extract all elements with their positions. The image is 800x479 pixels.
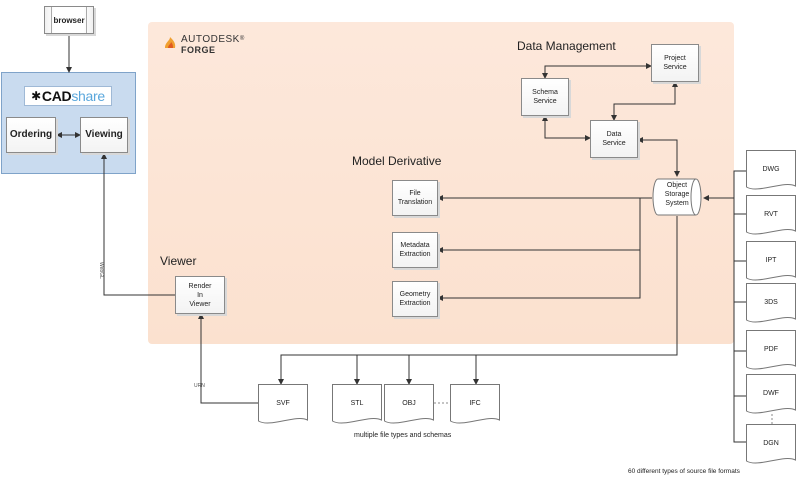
autodesk-forge-logo: AUTODESK® FORGE bbox=[163, 34, 245, 55]
source-file-doc: IPT bbox=[746, 241, 796, 285]
project-service-node: Project Service bbox=[651, 44, 699, 82]
source-file-label: RVT bbox=[764, 210, 778, 218]
render-in-viewer-label: Render In Viewer bbox=[188, 282, 212, 308]
source-file-doc: DWF bbox=[746, 374, 796, 418]
cadshare-logo-share: share bbox=[71, 88, 105, 104]
viewer-title: Viewer bbox=[160, 254, 197, 268]
viewing-label: Viewing bbox=[85, 129, 123, 140]
browser-node: browser bbox=[44, 6, 94, 34]
urn-edge-label: URN bbox=[194, 383, 205, 389]
cylinder-shape bbox=[652, 178, 702, 216]
output-file-label: IFC bbox=[469, 399, 481, 407]
browser-label: browser bbox=[53, 15, 85, 25]
source-caption: 60 different types of source file format… bbox=[628, 468, 740, 475]
source-file-doc: PDF bbox=[746, 330, 796, 374]
geometry-extraction-label: Geometry Extraction bbox=[399, 291, 431, 307]
source-file-label: 3DS bbox=[764, 298, 778, 306]
output-file-doc: IFC bbox=[450, 384, 500, 428]
source-file-doc: 3DS bbox=[746, 283, 796, 327]
model-derivative-title: Model Derivative bbox=[352, 154, 442, 168]
source-file-label: PDF bbox=[764, 345, 778, 353]
ordering-node: Ordering bbox=[6, 117, 56, 153]
forge-product: FORGE bbox=[181, 45, 216, 55]
output-file-label: STL bbox=[350, 399, 364, 407]
source-file-doc: RVT bbox=[746, 195, 796, 239]
autodesk-brand: AUTODESK bbox=[181, 34, 240, 45]
cadshare-logo-cad: CAD bbox=[41, 88, 72, 104]
file-translation-label: File Translation bbox=[397, 190, 433, 206]
data-service-node: Data Service bbox=[590, 120, 638, 158]
webgl-edge-label: WebGL bbox=[98, 262, 104, 279]
output-file-label: SVF bbox=[276, 399, 290, 407]
forge-flame-icon bbox=[165, 37, 176, 48]
asterisk-icon: ✱ bbox=[31, 89, 41, 103]
ordering-label: Ordering bbox=[9, 129, 53, 140]
source-file-label: DGN bbox=[763, 439, 779, 447]
viewing-node: Viewing bbox=[80, 117, 128, 153]
source-file-doc: DGN bbox=[746, 424, 796, 468]
object-storage-node: Object Storage System bbox=[652, 178, 702, 216]
object-storage-label: Object Storage System bbox=[664, 182, 690, 207]
output-file-doc: SVF bbox=[258, 384, 308, 428]
cadshare-logo: ✱ CAD share bbox=[24, 86, 112, 106]
source-file-label: IPT bbox=[765, 256, 777, 264]
output-file-label: OBJ bbox=[402, 399, 416, 407]
geometry-extraction-node: Geometry Extraction bbox=[392, 281, 438, 317]
schema-service-node: Schema Service bbox=[521, 78, 569, 116]
render-in-viewer-node: Render In Viewer bbox=[175, 276, 225, 314]
output-file-doc: STL bbox=[332, 384, 382, 428]
data-management-title: Data Management bbox=[517, 39, 616, 53]
metadata-extraction-node: Metadata Extraction bbox=[392, 232, 438, 268]
data-service-label: Data Service bbox=[602, 131, 626, 147]
file-translation-node: File Translation bbox=[392, 180, 438, 216]
source-file-label: DWG bbox=[762, 165, 780, 173]
trademark-symbol: ® bbox=[239, 36, 245, 42]
output-caption: multiple file types and schemas bbox=[354, 432, 452, 439]
source-file-doc: DWG bbox=[746, 150, 796, 194]
schema-service-label: Schema Service bbox=[532, 89, 558, 105]
project-service-label: Project Service bbox=[663, 55, 687, 71]
metadata-extraction-label: Metadata Extraction bbox=[399, 242, 431, 258]
source-file-label: DWF bbox=[763, 389, 779, 397]
output-file-doc: OBJ bbox=[384, 384, 434, 428]
